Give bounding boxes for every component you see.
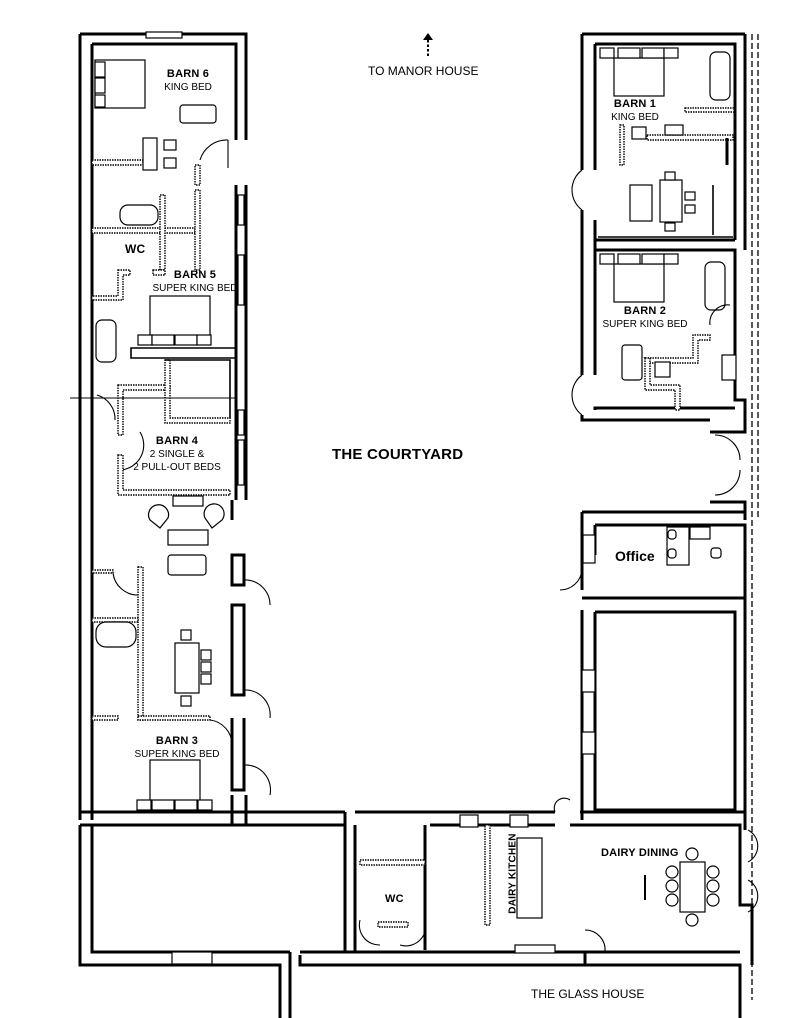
room-barn1[interactable]: BARN 1 KING BED	[600, 98, 670, 124]
lounge-interior	[91, 495, 272, 796]
barn2-name: BARN 2	[623, 305, 667, 317]
barn1-interior	[598, 47, 735, 238]
barn3-bed: SUPER KING BED	[134, 749, 220, 760]
room-dairy-kitchen[interactable]: DAIRY KITCHEN	[507, 833, 519, 914]
barn3-interior	[136, 759, 213, 811]
bottom-block-walls	[78, 797, 742, 1018]
barn5-interior	[91, 189, 237, 363]
room-barn3[interactable]: BARN 3 SUPER KING BED	[122, 735, 232, 761]
barn5-name: BARN 5	[173, 269, 217, 281]
barn4-name: BARN 4	[155, 435, 199, 447]
barn5-wc-label: WC	[125, 242, 146, 256]
barn2-interior	[599, 253, 737, 411]
manor-house-direction-label: TO MANOR HOUSE	[368, 64, 479, 78]
room-dairy-dining[interactable]: DAIRY DINING	[601, 847, 679, 859]
barn3-name: BARN 3	[155, 735, 199, 747]
office-interior	[582, 526, 722, 566]
barn1-bed: KING BED	[611, 112, 659, 123]
left-wing-walls	[78, 31, 248, 827]
barn4-interior	[70, 359, 236, 496]
room-wc[interactable]: WC	[385, 893, 404, 905]
barn6-name: BARN 6	[166, 68, 210, 80]
room-barn2[interactable]: BARN 2 SUPER KING BED	[595, 305, 695, 331]
barn6-bed: KING BED	[164, 82, 212, 93]
barn1-name: BARN 1	[613, 98, 657, 110]
barn4-bed-line2: 2 PULL-OUT BEDS	[133, 462, 221, 473]
barn4-bed-line1: 2 SINGLE &	[149, 449, 205, 460]
right-wing-walls	[559, 32, 759, 1000]
glass-house-label: THE GLASS HOUSE	[531, 987, 645, 1001]
barn2-bed: SUPER KING BED	[602, 319, 688, 330]
barn6-interior	[91, 59, 229, 186]
dairy-dining-walls	[570, 810, 759, 965]
room-barn4[interactable]: BARN 4 2 SINGLE & 2 PULL-OUT BEDS	[122, 435, 232, 474]
barn5-bed: SUPER KING BED	[152, 283, 238, 294]
room-barn6[interactable]: BARN 6 KING BED	[148, 68, 228, 94]
north-arrow-icon	[423, 33, 433, 56]
room-barn5[interactable]: BARN 5 SUPER KING BED	[140, 269, 250, 295]
room-office[interactable]: Office	[615, 548, 655, 564]
courtyard-label: THE COURTYARD	[332, 446, 464, 463]
